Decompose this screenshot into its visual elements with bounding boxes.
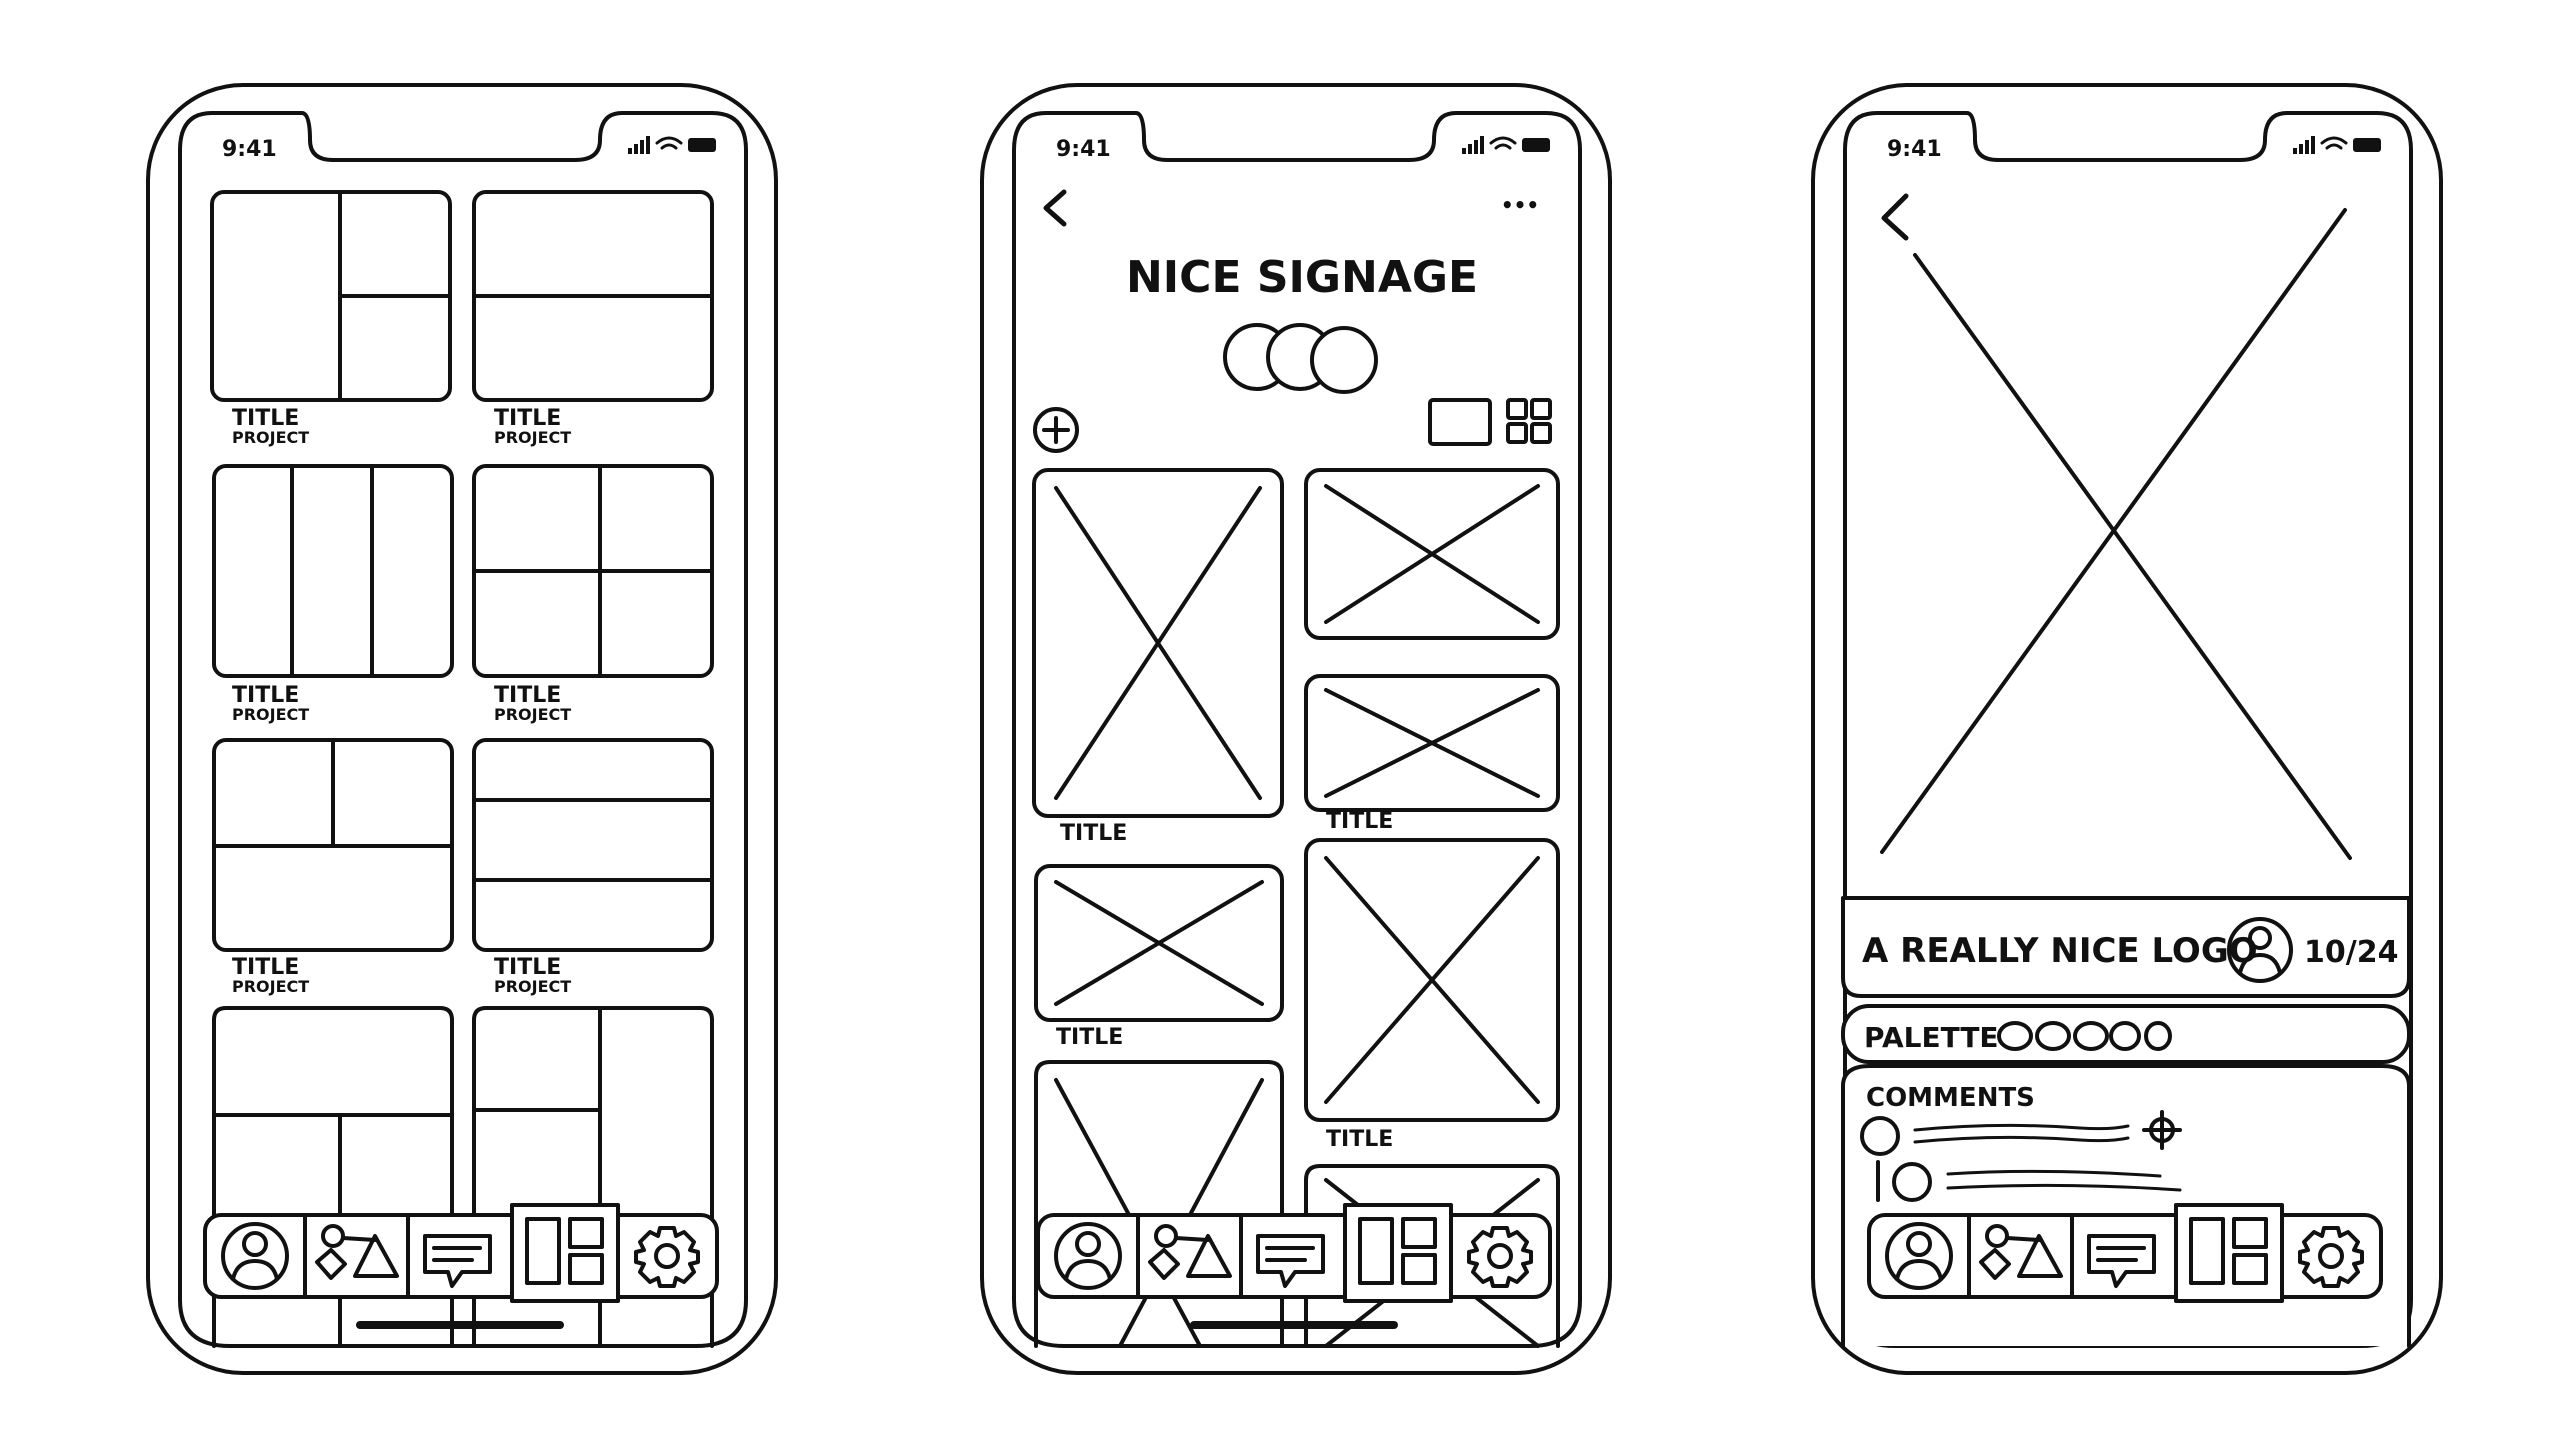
tile-title: TITLE	[494, 406, 561, 431]
profile-icon[interactable]	[1885, 1222, 1953, 1290]
comment-row	[1876, 1160, 2182, 1202]
board-card[interactable]: TITLE	[1034, 864, 1284, 1050]
signal-icon	[2293, 136, 2315, 154]
status-time: 9:41	[1056, 137, 1111, 162]
back-icon[interactable]	[1881, 193, 1909, 241]
battery-icon	[2353, 138, 2381, 152]
phone-screen-edge	[1012, 111, 1582, 1348]
tile-title: TITLE	[494, 683, 561, 708]
card-title: TITLE	[1060, 821, 1127, 846]
gear-icon[interactable]	[1467, 1226, 1533, 1288]
gear-icon[interactable]	[2298, 1226, 2364, 1288]
author-avatar[interactable]	[2227, 917, 2293, 983]
layout-icon[interactable]	[510, 1203, 620, 1303]
grid-view-icon[interactable]	[1506, 398, 1552, 444]
profile-icon[interactable]	[1054, 1222, 1122, 1290]
phone-outer-frame	[1811, 83, 2443, 1375]
board-card[interactable]: TITLE	[1304, 838, 1560, 1152]
project-tile[interactable]: TITLE PROJECT	[212, 738, 454, 996]
board-title: NICE SIGNAGE	[1126, 252, 1478, 303]
status-icons	[2293, 136, 2381, 154]
comment-text-scribble	[1913, 1123, 2130, 1144]
signal-icon	[628, 136, 650, 154]
wifi-icon	[655, 136, 683, 150]
phone-3: 9:41 A REALLY NICE LOGO 10/24 PALETTE CO…	[1811, 83, 2443, 1375]
collaborator-avatars[interactable]	[1223, 323, 1378, 394]
wifi-icon	[2320, 136, 2348, 150]
project-tile[interactable]: TITLE PROJECT	[212, 464, 454, 724]
post-date: 10/24	[2304, 935, 2398, 970]
project-tile[interactable]: TITLE PROJECT	[472, 190, 714, 447]
tab-bar	[203, 1203, 719, 1303]
status-time: 9:41	[1887, 137, 1942, 162]
status-icons	[1462, 136, 1550, 154]
tile-subtitle: PROJECT	[232, 428, 309, 447]
phone-2: 9:41 ••• NICE SIGNAGE TITLE	[980, 83, 1612, 1375]
tab-bar	[1867, 1203, 2383, 1303]
tile-title: TITLE	[232, 955, 299, 980]
project-tile[interactable]: TITLE PROJECT	[210, 190, 452, 447]
status-icons	[628, 136, 716, 154]
layout-icon[interactable]	[2174, 1203, 2284, 1303]
project-tile[interactable]: TITLE PROJECT	[472, 738, 714, 996]
tile-title: TITLE	[232, 406, 299, 431]
single-view-icon[interactable]	[1428, 398, 1492, 446]
tile-subtitle: PROJECT	[232, 977, 309, 996]
commenter-avatar	[1892, 1162, 1932, 1202]
hero-image-placeholder	[1880, 208, 2352, 860]
add-icon[interactable]	[1033, 407, 1079, 453]
chat-icon[interactable]	[2087, 1234, 2156, 1288]
board-card[interactable]	[1034, 1060, 1284, 1348]
board-card[interactable]	[1304, 468, 1560, 640]
signal-icon	[1462, 136, 1484, 154]
comment-row	[1860, 1110, 2182, 1156]
chat-icon[interactable]	[423, 1234, 492, 1288]
crosshair-icon[interactable]	[2142, 1110, 2182, 1150]
board-card[interactable]: TITLE	[1304, 674, 1560, 834]
back-icon[interactable]	[1043, 189, 1067, 227]
info-panel: A REALLY NICE LOGO 10/24	[1841, 896, 2411, 998]
tab-bar	[1036, 1203, 1552, 1303]
tile-title: TITLE	[232, 683, 299, 708]
project-tile[interactable]: TITLE PROJECT	[472, 464, 714, 724]
status-time: 9:41	[222, 137, 277, 162]
chat-icon[interactable]	[1256, 1234, 1325, 1288]
commenter-avatar	[1860, 1116, 1900, 1156]
shapes-icon[interactable]	[1979, 1224, 2063, 1280]
card-title: TITLE	[1056, 1025, 1123, 1050]
comment-text-scribble	[1946, 1169, 2182, 1192]
palette-label: PALETTE	[1864, 1021, 1999, 1054]
phone-1: 9:41 TITLE PROJECT TITLE PROJECT TITLE P…	[146, 83, 778, 1375]
shapes-icon[interactable]	[315, 1224, 399, 1280]
post-title: A REALLY NICE LOGO	[1862, 931, 2258, 971]
phone-screen-edge	[178, 111, 748, 1348]
card-title: TITLE	[1326, 809, 1393, 834]
comments-panel: COMMENTS	[1841, 1064, 2411, 1348]
tile-title: TITLE	[494, 955, 561, 980]
palette-swatches[interactable]	[1997, 1021, 2172, 1051]
wifi-icon	[1489, 136, 1517, 150]
palette-row: PALETTE	[1841, 1004, 2411, 1064]
battery-icon	[1522, 138, 1550, 152]
board-card[interactable]: TITLE	[1032, 468, 1284, 846]
card-title: TITLE	[1326, 1127, 1393, 1152]
tile-subtitle: PROJECT	[494, 977, 571, 996]
tile-subtitle: PROJECT	[494, 705, 571, 724]
phone-outer-frame	[146, 83, 778, 1375]
profile-icon[interactable]	[221, 1222, 289, 1290]
phone-outer-frame	[980, 83, 1612, 1375]
shapes-icon[interactable]	[1148, 1224, 1232, 1280]
tile-subtitle: PROJECT	[232, 705, 309, 724]
comments-label: COMMENTS	[1866, 1083, 2035, 1113]
gear-icon[interactable]	[634, 1226, 700, 1288]
tile-subtitle: PROJECT	[494, 428, 571, 447]
layout-icon[interactable]	[1343, 1203, 1453, 1303]
more-options-icon[interactable]: •••	[1501, 193, 1539, 217]
battery-icon	[688, 138, 716, 152]
